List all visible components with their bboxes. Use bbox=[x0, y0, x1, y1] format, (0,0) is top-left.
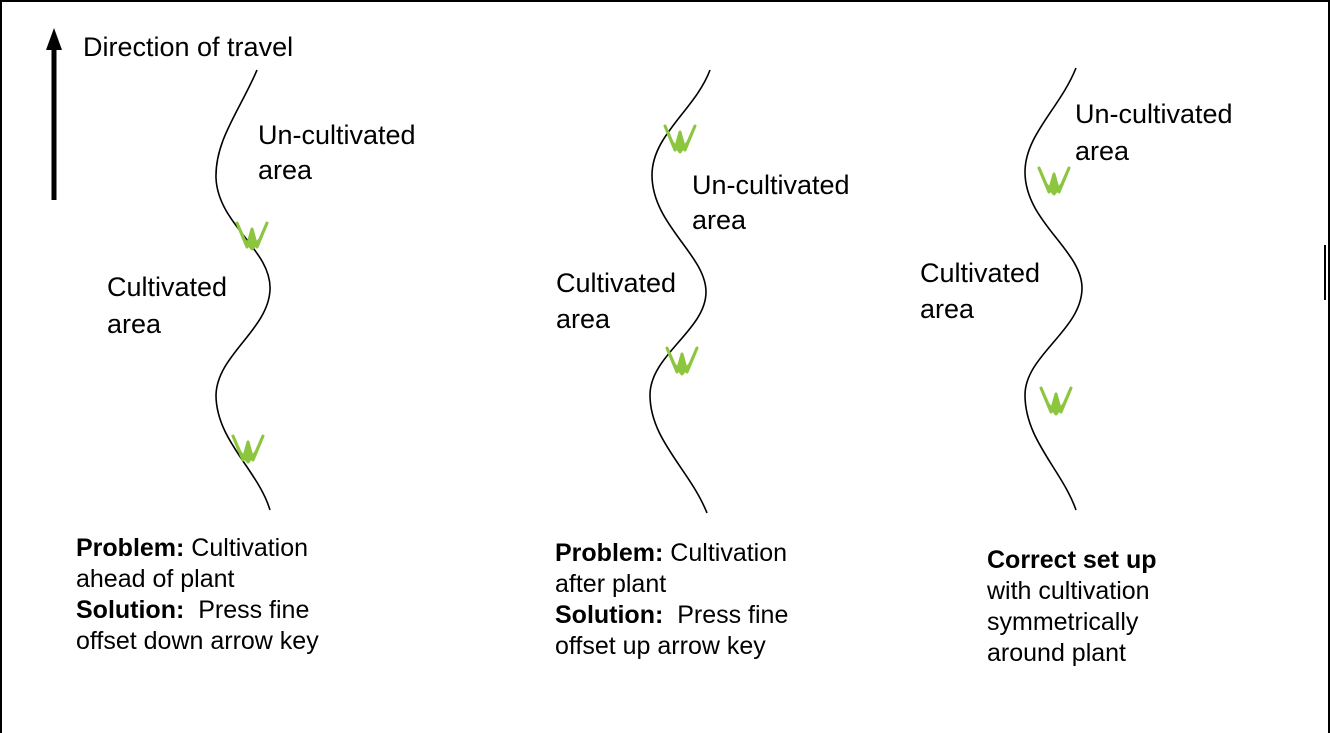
panel-3-caption-line-2: symmetrically bbox=[987, 608, 1139, 636]
solution-title: Solution: bbox=[555, 601, 664, 629]
solution-text: Press fine bbox=[184, 596, 310, 624]
panel-2-caption-line-2: after plant bbox=[555, 570, 667, 598]
panel-2-lower-label-line-1: Cultivated bbox=[556, 268, 677, 298]
panel-2-caption-line-4: offset up arrow key bbox=[555, 632, 766, 660]
panel-2-upper-label-line-2: area bbox=[692, 205, 747, 235]
problem-text: Cultivation bbox=[184, 534, 309, 562]
row-line-3 bbox=[1024, 67, 1083, 511]
panel-1-lower-label-line-1: Cultivated bbox=[107, 272, 228, 302]
arrow-up-icon bbox=[46, 28, 62, 200]
plant-icon bbox=[1039, 386, 1073, 416]
plant-icon bbox=[235, 221, 269, 251]
panel-1-upper-label-line-2: area bbox=[258, 155, 313, 185]
problem-title: Problem: bbox=[555, 539, 664, 567]
plant-icon bbox=[663, 124, 697, 154]
panel-1-caption-line-2: ahead of plant bbox=[76, 565, 235, 593]
plant-icon bbox=[231, 434, 265, 464]
panel-3-lower-label-line-1: Cultivated bbox=[920, 258, 1041, 288]
panel-3-caption-line-3: around plant bbox=[987, 639, 1127, 667]
plant-icon bbox=[1037, 166, 1071, 196]
panel-2-caption-line-1: Problem: Cultivation bbox=[555, 538, 787, 569]
panel-2-upper-label-line-1: Un-cultivated bbox=[692, 170, 850, 200]
panel-3-caption-line-1: with cultivation bbox=[987, 577, 1150, 605]
problem-title: Problem: bbox=[76, 534, 185, 562]
panel-3-upper-label-line-2: area bbox=[1075, 136, 1130, 166]
solution-text: Press fine bbox=[663, 601, 789, 629]
panel-3-lower-label-line-2: area bbox=[920, 294, 975, 324]
panel-2-lower-label-line-2: area bbox=[556, 304, 611, 334]
panel-3-upper-label-line-1: Un-cultivated bbox=[1075, 99, 1233, 129]
row-line-2 bbox=[649, 69, 711, 514]
panel-1-caption-line-3: Solution: Press fine bbox=[76, 595, 309, 626]
panel-3-caption-title: Correct set up bbox=[987, 546, 1157, 574]
panel-1-lower-label-line-2: area bbox=[107, 309, 162, 339]
panel-1-caption-line-1: Problem: Cultivation bbox=[76, 533, 308, 564]
solution-title: Solution: bbox=[76, 596, 185, 624]
plant-icon bbox=[665, 346, 699, 376]
problem-text: Cultivation bbox=[663, 539, 788, 567]
panel-1-caption-line-4: offset down arrow key bbox=[76, 627, 319, 655]
panel-1-upper-label-line-1: Un-cultivated bbox=[258, 120, 416, 150]
direction-label: Direction of travel bbox=[83, 32, 294, 62]
panel-2-caption-line-3: Solution: Press fine bbox=[555, 600, 788, 631]
row-line-1 bbox=[215, 69, 271, 511]
